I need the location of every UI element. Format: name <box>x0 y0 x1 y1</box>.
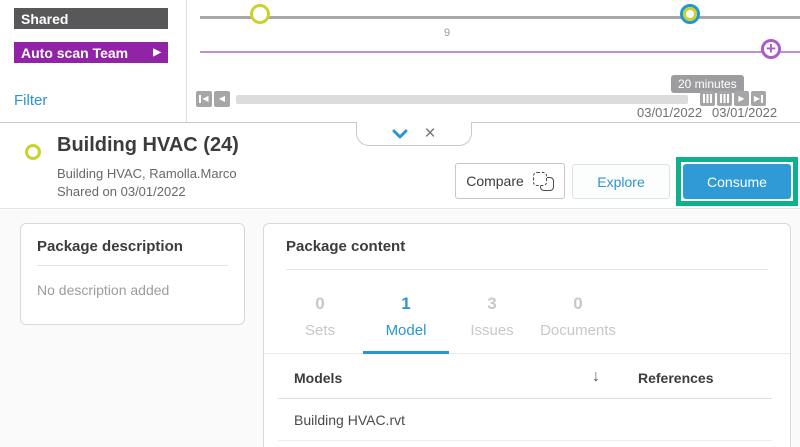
tab-sets-label: Sets <box>304 322 335 339</box>
team-timeline-track[interactable] <box>200 51 800 53</box>
step-back-button[interactable]: ◀ <box>214 91 230 107</box>
chevron-down-icon[interactable] <box>392 129 408 139</box>
consume-button[interactable]: Consume <box>683 164 791 199</box>
tab-documents-count: 0 <box>573 294 583 313</box>
interval-tooltip: 20 minutes <box>671 75 744 93</box>
timeline-track[interactable] <box>200 16 800 19</box>
compare-icon <box>532 171 554 191</box>
package-description-card: Package description No description added <box>20 223 245 325</box>
panel-collapse-tab: × <box>356 122 472 146</box>
interval-bars-icon <box>720 94 729 103</box>
tab-documents[interactable]: 0 Documents <box>535 294 621 339</box>
close-icon[interactable]: × <box>424 123 436 144</box>
timeline-marker-selected[interactable] <box>680 4 700 24</box>
shared-status-bar: Shared <box>14 8 168 29</box>
timeline-left-panel: Shared Auto scan Team ▶ Filter <box>0 0 187 122</box>
package-status-icon <box>25 144 41 160</box>
table-header-divider <box>278 398 772 399</box>
consume-highlight-box: Consume <box>676 157 798 206</box>
tab-issues-count: 3 <box>487 294 497 313</box>
compare-button[interactable]: Compare <box>455 163 565 199</box>
table-row-divider <box>278 440 772 441</box>
team-bar[interactable]: Auto scan Team ▶ <box>14 42 168 63</box>
skip-to-end-icon: ▶ <box>754 94 764 103</box>
tab-model[interactable]: 1 Model <box>363 294 449 339</box>
package-owner: Building HVAC, Ramolla.Marco <box>57 166 237 181</box>
skip-to-start-button[interactable]: ◀ <box>196 91 212 107</box>
team-label: Auto scan Team <box>21 44 129 61</box>
timeline-date-start: 03/01/2022 <box>637 105 703 120</box>
skip-to-start-icon: ◀ <box>199 95 209 103</box>
interval-increase-button[interactable] <box>717 91 732 106</box>
playback-progress-bar[interactable] <box>236 95 688 104</box>
timeline-marker-inner-ring <box>683 7 697 21</box>
package-content-card: Package content 0 Sets 1 Model 3 Issues … <box>263 223 791 447</box>
tab-sets-count: 0 <box>315 294 325 313</box>
sort-descending-icon[interactable]: ↓ <box>592 368 600 385</box>
description-divider <box>37 265 228 266</box>
package-shared-date: Shared on 03/01/2022 <box>57 184 186 199</box>
description-card-title: Package description <box>37 238 183 255</box>
timeline-date-end: 03/01/2022 <box>712 105 778 120</box>
compare-icon-front <box>532 171 547 186</box>
timeline-count-label: 9 <box>444 27 451 39</box>
play-icon: ▶ <box>738 93 745 103</box>
tab-sets[interactable]: 0 Sets <box>277 294 363 339</box>
description-empty-text: No description added <box>37 282 170 298</box>
interval-tooltip-label: 20 minutes <box>678 77 737 91</box>
tab-model-count: 1 <box>401 294 411 313</box>
content-divider <box>286 269 768 270</box>
package-body: Package description No description added… <box>0 210 800 447</box>
interval-decrease-button[interactable] <box>700 91 715 106</box>
tab-issues-label: Issues <box>470 322 514 339</box>
filter-link[interactable]: Filter <box>14 92 48 109</box>
table-row-model-name[interactable]: Building HVAC.rvt <box>294 412 406 428</box>
step-back-icon: ◀ <box>218 94 226 103</box>
page-title: Building HVAC (24) <box>57 134 239 156</box>
shared-status-label: Shared <box>21 10 69 27</box>
tab-documents-label: Documents <box>540 322 616 339</box>
tab-model-label: Model <box>385 322 427 339</box>
team-expand-icon[interactable]: ▶ <box>153 46 161 58</box>
interval-bars-icon <box>703 94 712 103</box>
content-tabs: 0 Sets 1 Model 3 Issues 0 Documents <box>277 294 621 339</box>
skip-to-end-button[interactable]: ▶ <box>751 91 766 106</box>
active-tab-indicator <box>363 351 449 354</box>
compare-button-label: Compare <box>466 173 524 189</box>
timeline-marker-shared[interactable] <box>250 4 270 24</box>
add-marker-icon[interactable]: + <box>761 39 781 59</box>
column-header-references: References <box>638 370 714 386</box>
content-card-title: Package content <box>286 238 406 255</box>
play-button[interactable]: ▶ <box>734 91 749 106</box>
explore-button[interactable]: Explore <box>572 164 670 199</box>
timeline-section: Shared Auto scan Team ▶ Filter 9 + ◀ ◀ 2… <box>0 0 800 123</box>
column-header-models: Models <box>294 370 343 386</box>
tabs-underline <box>264 353 790 354</box>
tab-issues[interactable]: 3 Issues <box>449 294 535 339</box>
